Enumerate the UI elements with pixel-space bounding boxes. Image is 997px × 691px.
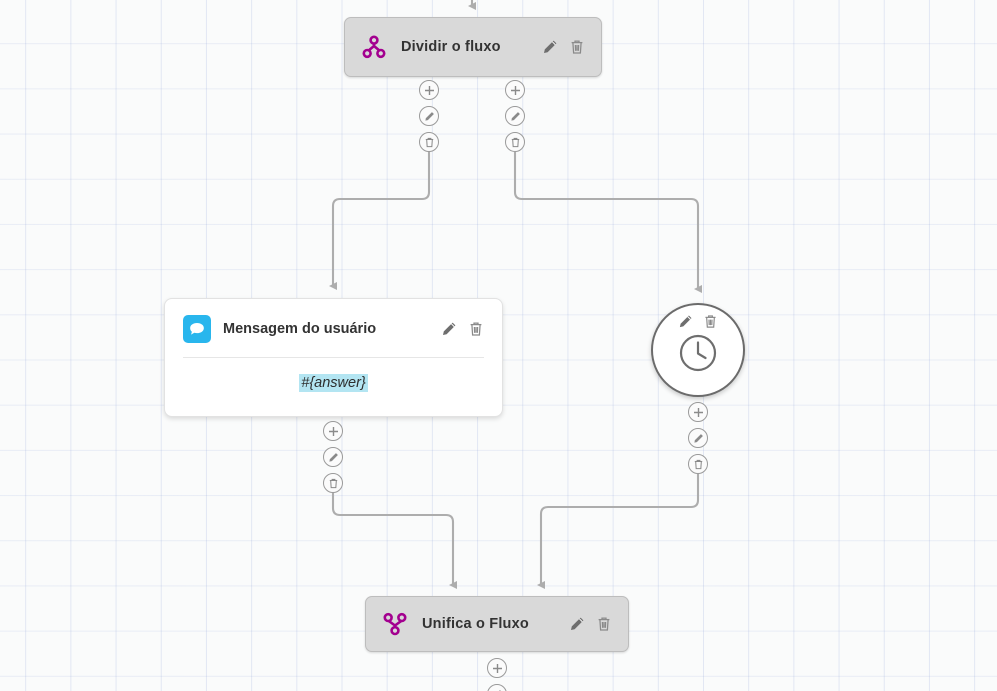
edit-pencil-icon[interactable]: [441, 321, 457, 337]
connector-add-button[interactable]: [419, 80, 439, 100]
variable-token: #{answer}: [299, 374, 368, 392]
connector-edit-button[interactable]: [505, 106, 525, 126]
edge-message-to-merge: [331, 493, 457, 589]
connector-edit-button[interactable]: [487, 684, 507, 691]
connector-delete-button[interactable]: [419, 132, 439, 152]
node-title: Unifica o Fluxo: [422, 616, 529, 632]
node-tools: [441, 321, 484, 337]
delete-trash-icon[interactable]: [703, 314, 719, 330]
card-divider: [183, 357, 484, 358]
node-mensagem-do-usuario[interactable]: Mensagem do usuário: [164, 298, 503, 417]
connector-delete-button[interactable]: [688, 454, 708, 474]
node-tools: [678, 314, 719, 330]
node-dividir-o-fluxo[interactable]: Dividir o fluxo: [344, 17, 602, 77]
edit-pencil-icon[interactable]: [678, 314, 694, 330]
node-title: Dividir o fluxo: [401, 39, 501, 55]
connector-add-button[interactable]: [487, 658, 507, 678]
clock-icon: [678, 333, 718, 378]
connector-add-button[interactable]: [323, 421, 343, 441]
edit-pencil-icon[interactable]: [569, 616, 585, 632]
node-unifica-o-fluxo[interactable]: Unifica o Fluxo: [365, 596, 629, 652]
edit-pencil-icon[interactable]: [542, 39, 558, 55]
chat-bubble-icon: [183, 315, 211, 343]
merge-flow-icon: [382, 611, 408, 637]
delete-trash-icon[interactable]: [569, 39, 585, 55]
delete-trash-icon[interactable]: [468, 321, 484, 337]
connector-add-button[interactable]: [505, 80, 525, 100]
delete-trash-icon[interactable]: [596, 616, 612, 632]
connector-edit-button[interactable]: [688, 428, 708, 448]
node-title: Mensagem do usuário: [223, 321, 377, 337]
connector-add-button[interactable]: [688, 402, 708, 422]
card-body: #{answer}: [165, 358, 502, 414]
connector-delete-button[interactable]: [505, 132, 525, 152]
connector-edit-button[interactable]: [419, 106, 439, 126]
edge-timer-to-merge: [537, 474, 700, 589]
split-flow-icon: [361, 34, 387, 60]
connector-edit-button[interactable]: [323, 447, 343, 467]
edge-split-left-to-message: [329, 152, 431, 290]
node-tools: [542, 39, 585, 55]
node-timer[interactable]: [651, 303, 745, 397]
node-tools: [569, 616, 612, 632]
card-header: Mensagem do usuário: [165, 299, 502, 343]
edge-split-right-to-timer: [513, 152, 702, 293]
connector-delete-button[interactable]: [323, 473, 343, 493]
